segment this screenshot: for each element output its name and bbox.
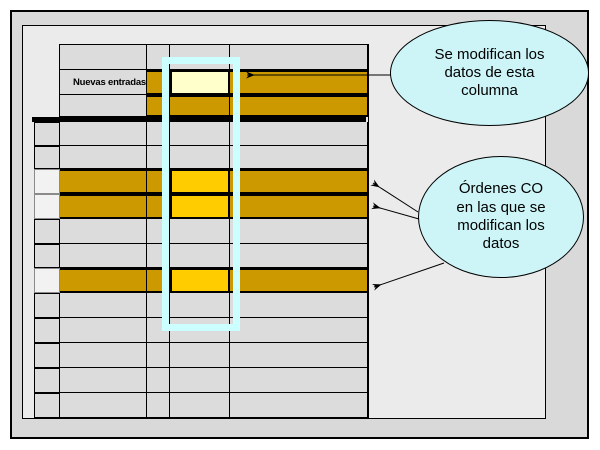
table-cell-gray xyxy=(170,146,230,169)
highlighted-table-row xyxy=(60,95,368,117)
selector-cell-marked xyxy=(34,169,60,194)
table-cell-gray xyxy=(170,393,230,418)
callout-co-orders: Órdenes CO en las que se modifican los d… xyxy=(418,156,584,278)
table-cell-gold xyxy=(60,268,147,293)
table-cell-gold xyxy=(60,194,147,219)
table-row xyxy=(60,343,368,368)
callout-co-orders-text: Órdenes CO en las que se modifican los d… xyxy=(456,180,546,253)
table-cell-gray xyxy=(170,244,230,268)
callout-column-modified: Se modifican los datos de esta columna xyxy=(390,20,589,126)
table-cell-gray xyxy=(60,393,147,418)
table-cell-bright xyxy=(170,194,230,219)
selector-cell xyxy=(34,122,60,146)
selector-cell xyxy=(34,219,60,244)
table-cell-gray xyxy=(170,368,230,393)
table-cell-gray xyxy=(230,368,368,393)
table-cell-gray xyxy=(147,343,170,368)
table-cell-gray xyxy=(230,393,368,418)
selector-cell-marked xyxy=(34,194,60,219)
table-cell-gray xyxy=(230,45,368,70)
table-cell-bright xyxy=(170,169,230,194)
highlighted-table-row xyxy=(60,268,368,293)
table-cell-gray xyxy=(147,393,170,418)
row-selector-column xyxy=(34,122,60,418)
table-row xyxy=(60,219,368,244)
table-cell-gray xyxy=(147,368,170,393)
table-cell-gray xyxy=(230,122,368,146)
table-cell-gray xyxy=(230,293,368,318)
table-cell-gray xyxy=(60,244,147,268)
callout-column-modified-text: Se modifican los datos de esta columna xyxy=(434,45,545,100)
table-row xyxy=(60,368,368,393)
table-cell-gray xyxy=(230,219,368,244)
table-cell-gray xyxy=(170,122,230,146)
table-cell-gray xyxy=(60,95,147,117)
table-cell-gray xyxy=(170,343,230,368)
selector-cell xyxy=(34,368,60,393)
selector-cell xyxy=(34,244,60,268)
new-entries-label: Nuevas entradas xyxy=(72,77,146,88)
column-highlight-box xyxy=(162,57,240,331)
table-cell-gold xyxy=(230,268,368,293)
table-row xyxy=(60,293,368,318)
selector-cell xyxy=(34,318,60,343)
table-cell-gold xyxy=(230,194,368,219)
table-cell-bright xyxy=(170,268,230,293)
table-cell-gray xyxy=(60,343,147,368)
table-cell-gray xyxy=(60,318,147,343)
selector-cell-marked xyxy=(34,268,60,293)
table-cell-gold xyxy=(170,95,230,117)
table-row xyxy=(60,122,368,146)
table-cell-gray xyxy=(60,45,147,70)
table-cell-gray xyxy=(60,70,147,95)
thick-divider-bar xyxy=(32,117,366,122)
table-cell-gray xyxy=(230,244,368,268)
highlighted-table-row xyxy=(60,70,368,95)
table-cell-gold xyxy=(230,70,368,95)
selector-cell xyxy=(34,393,60,418)
selector-cell xyxy=(34,293,60,318)
table-row xyxy=(60,244,368,268)
table-cell-gray xyxy=(170,293,230,318)
table-cell-gray xyxy=(60,146,147,169)
table-cell-gray xyxy=(60,368,147,393)
table-row xyxy=(60,393,368,418)
selector-cell xyxy=(34,146,60,169)
table-cell-gray xyxy=(60,219,147,244)
table-cell-gold xyxy=(60,169,147,194)
table-cell-gray xyxy=(230,146,368,169)
data-table xyxy=(59,44,369,419)
table-cell-gold xyxy=(230,95,368,117)
table-cell-gray xyxy=(60,122,147,146)
table-cell-gold xyxy=(230,169,368,194)
table-cell-gray xyxy=(60,293,147,318)
highlighted-table-row xyxy=(60,194,368,219)
table-cell-gray xyxy=(230,318,368,343)
selector-cell xyxy=(34,343,60,368)
table-cell-pale xyxy=(170,70,230,95)
table-cell-gray xyxy=(230,343,368,368)
table-cell-gray xyxy=(170,219,230,244)
